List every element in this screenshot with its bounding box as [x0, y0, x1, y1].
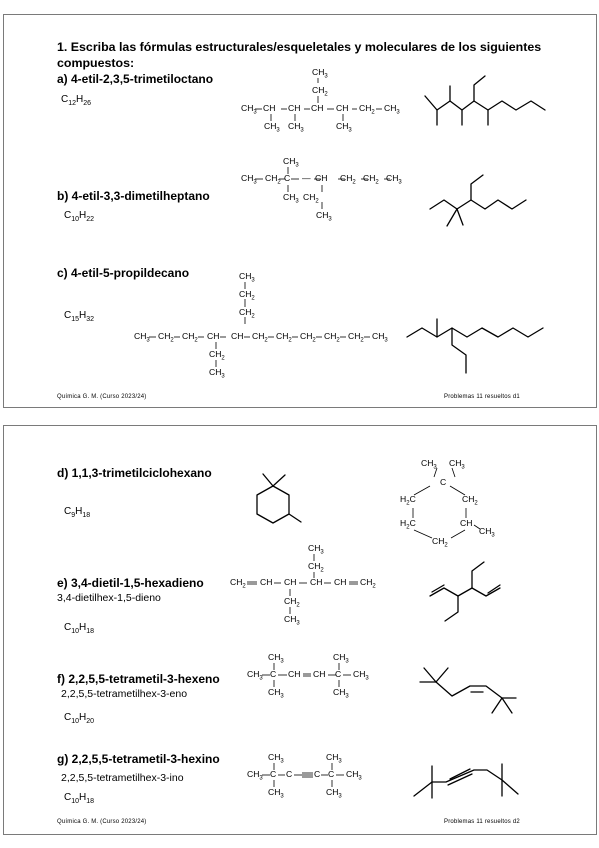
compound-g-name: g) 2,2,5,5-tetrametil-3-hexino — [57, 752, 220, 766]
compound-a-skeletal-formula — [424, 75, 546, 126]
compound-e-formula: C10H18 — [64, 622, 95, 635]
footer-left: Química G. M. (Curso 2023/24) — [57, 819, 147, 825]
compound-g-skeletal-formula — [413, 763, 519, 799]
slide-2: d) 1,1,3-trimetilciclohexano C9H18 CH3 C… — [3, 425, 597, 835]
compound-d-name: d) 1,1,3-trimetilciclohexano — [57, 466, 212, 480]
exercise-title: 1. Escriba las fórmulas estructurales/es… — [57, 40, 542, 70]
compound-c-formula: C15H32 — [64, 310, 95, 323]
footer-right: Problemas 11 resueltos d1 — [444, 394, 520, 400]
compound-g-alt-name: 2,2,5,5-tetrametilhex-3-ino — [61, 772, 184, 784]
compound-b-name: b) 4-etil-3,3-dimetilheptano — [57, 189, 210, 203]
compound-e-name: e) 3,4-dietil-1,5-hexadieno — [57, 576, 204, 590]
compound-f-name: f) 2,2,5,5-tetrametil-3-hexeno — [57, 672, 220, 686]
compound-d-formula: C9H18 — [64, 506, 91, 519]
compound-f-skeletal-formula — [419, 667, 517, 714]
compound-a-formula: C12H26 — [61, 94, 92, 107]
compound-c-skeletal-formula — [406, 318, 544, 374]
compound-g-formula: C10H18 — [64, 792, 95, 805]
footer-left: Química G. M. (Curso 2023/24) — [57, 394, 147, 400]
compound-c-name: c) 4-etil-5-propildecano — [57, 266, 190, 280]
footer-right: Problemas 11 resueltos d2 — [444, 819, 520, 825]
compound-f-alt-name: 2,2,5,5-tetrametilhex-3-eno — [61, 688, 188, 700]
compound-a-name: a) 4-etil-2,3,5-trimetiloctano — [57, 72, 214, 86]
compound-f-formula: C10H20 — [64, 712, 95, 725]
slide-1: 1. Escriba las fórmulas estructurales/es… — [3, 14, 597, 408]
compound-d-skeletal-formula — [256, 473, 302, 524]
compound-e-skeletal-formula — [429, 561, 501, 622]
compound-b-skeletal-formula — [429, 174, 527, 227]
compound-e-alt-name: 3,4-dietilhex-1,5-dieno — [57, 592, 161, 604]
compound-b-formula: C10H22 — [64, 210, 95, 223]
